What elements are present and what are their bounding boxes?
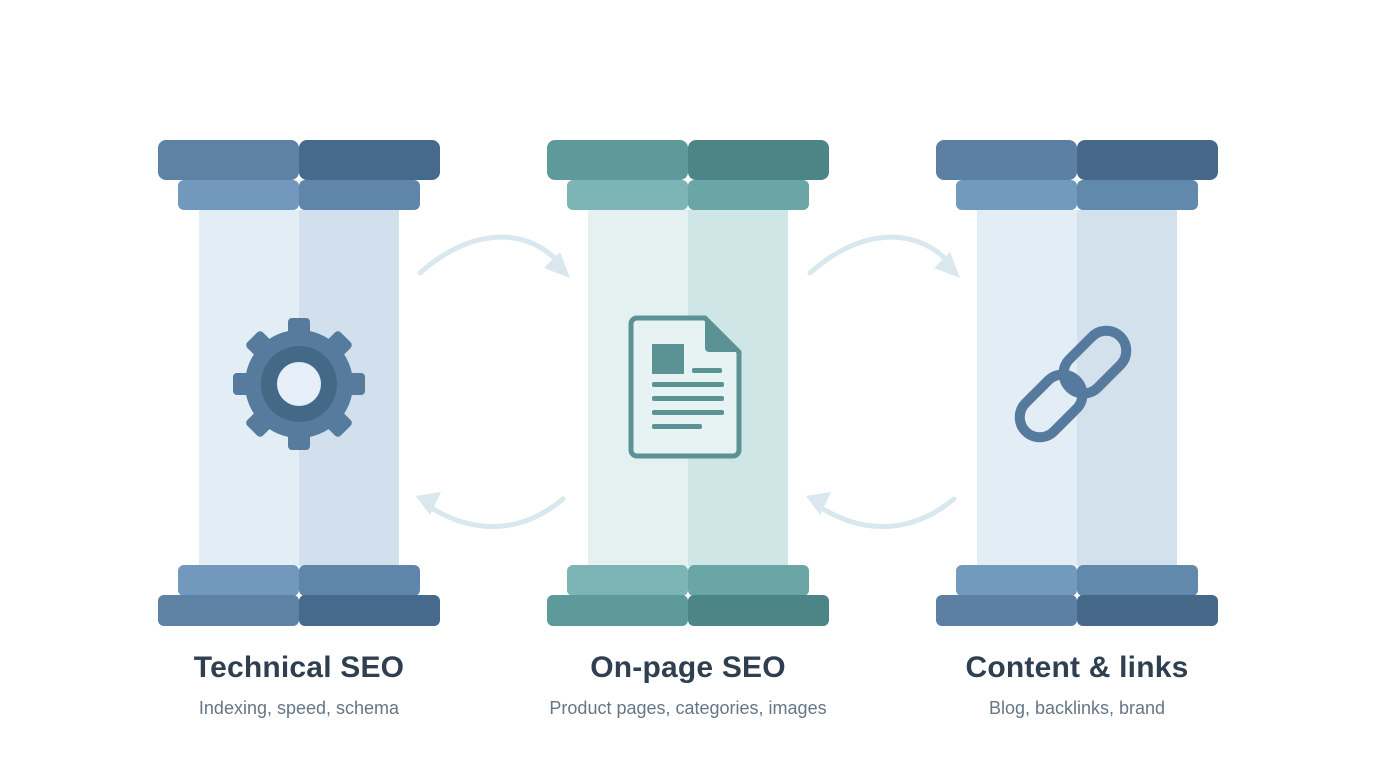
arrow-onpage-to-content [807, 234, 955, 276]
pillar-title: On-page SEO [590, 651, 786, 684]
pillar-title: Technical SEO [193, 651, 405, 684]
arrow-technical-to-onpage [417, 234, 565, 276]
caption-technical-seo: Technical SEO Indexing, speed, schema [119, 648, 479, 720]
caption-content-links: Content & links Blog, backlinks, brand [897, 648, 1257, 720]
pillar-technical-seo [158, 140, 440, 626]
pillar-on-page-seo [547, 140, 829, 626]
pillar-subtitle: Indexing, speed, schema [198, 698, 400, 718]
pillar-title: Content & links [965, 651, 1189, 684]
gear-icon [233, 318, 365, 450]
pillar-on-page-seo-body [547, 140, 829, 626]
pillar-content-links [936, 140, 1218, 626]
chain-link-icon [1014, 325, 1132, 443]
pillar-content-links-body [936, 140, 1218, 626]
document-icon [628, 315, 742, 459]
caption-on-page-seo: On-page SEO Product pages, categories, i… [508, 648, 868, 720]
pillar-subtitle: Blog, backlinks, brand [988, 698, 1166, 718]
arrow-content-to-onpage [811, 496, 957, 529]
pillar-subtitle: Product pages, categories, images [549, 698, 827, 718]
arrow-onpage-to-technical [421, 496, 566, 529]
